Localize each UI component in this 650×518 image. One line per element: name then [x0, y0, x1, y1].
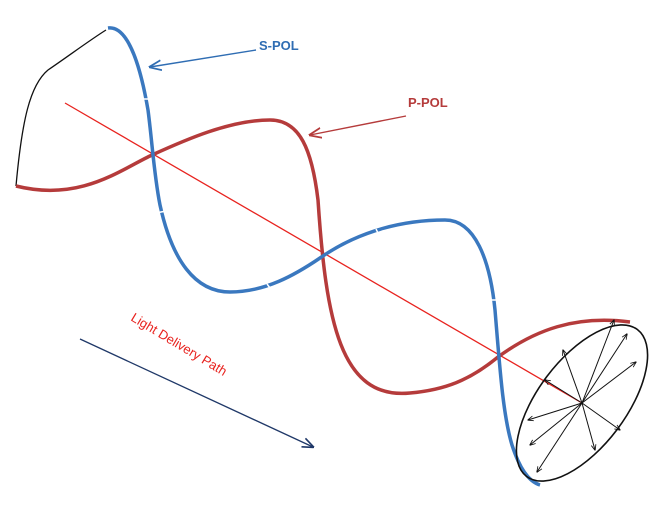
polarization-vectors — [528, 320, 636, 472]
p-pol-pointer-arrow — [310, 115, 407, 135]
s-pol-label: S-POL — [259, 38, 299, 53]
s-pol-pointer-arrow — [150, 49, 257, 67]
p-pol-label: P-POL — [408, 95, 448, 110]
polarization-ellipse-group — [515, 303, 649, 482]
s-wave-black-lead — [15, 29, 107, 187]
light-path-arrow — [79, 338, 313, 447]
s-wave — [107, 26, 541, 487]
s-wave-highlights — [144, 98, 500, 301]
polarization-ellipse — [515, 324, 649, 482]
